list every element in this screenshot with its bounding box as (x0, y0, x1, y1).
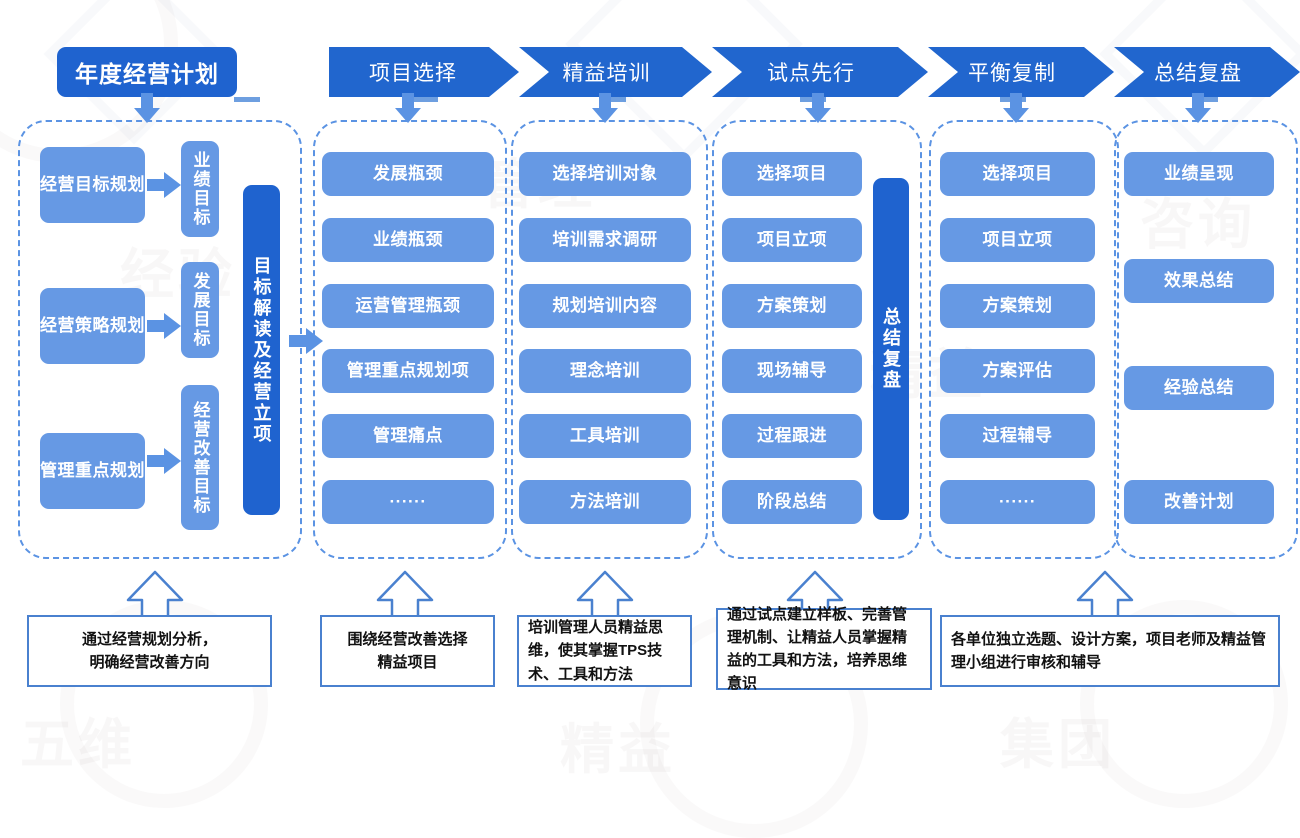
stage-header-project-selection[interactable]: 项目选择 (329, 47, 519, 97)
down-arrow-icon (395, 93, 421, 123)
list-item[interactable]: 发展瓶颈 (322, 152, 494, 196)
stage-header-label: 总结复盘 (1154, 62, 1242, 85)
list-item[interactable]: 项目立项 (940, 218, 1095, 262)
list-item[interactable]: ······ (940, 480, 1095, 524)
plan-source-card[interactable]: 管理重点规划 (40, 433, 145, 509)
down-arrow-icon (805, 93, 831, 123)
list-item[interactable]: 工具培训 (519, 414, 691, 458)
list-item[interactable]: 改善计划 (1124, 480, 1274, 524)
stage-header-label: 项目选择 (369, 62, 457, 85)
caption-balanced-replication: 各单位独立选题、设计方案，项目老师及精益管理小组进行审核和辅导 (940, 615, 1280, 687)
list-item[interactable]: 选择项目 (722, 152, 862, 196)
plan-target-card[interactable]: 经营改善目标 (181, 385, 219, 530)
plan-target-card[interactable]: 发展目标 (181, 262, 219, 358)
list-item[interactable]: 业绩呈现 (1124, 152, 1274, 196)
caption-lean-training: 培训管理人员精益思维，使其掌握TPS技术、工具和方法 (517, 615, 692, 687)
down-arrow-icon (1185, 93, 1211, 123)
list-item[interactable]: 现场辅导 (722, 349, 862, 393)
list-item[interactable]: 过程跟进 (722, 414, 862, 458)
stage-tick-marker (600, 97, 626, 102)
stage-tick-marker (1192, 97, 1218, 102)
stage-header-balanced-replication[interactable]: 平衡复制 (928, 47, 1114, 97)
stage-tick-marker (234, 97, 260, 102)
down-arrow-icon (134, 93, 160, 123)
list-item[interactable]: 管理重点规划项 (322, 349, 494, 393)
list-item[interactable]: 理念培训 (519, 349, 691, 393)
list-item[interactable]: 业绩瓶颈 (322, 218, 494, 262)
right-arrow-icon (147, 448, 181, 474)
list-item[interactable]: 方案策划 (940, 284, 1095, 328)
list-item[interactable]: 方案策划 (722, 284, 862, 328)
down-arrow-icon (1003, 93, 1029, 123)
plan-source-card[interactable]: 经营策略规划 (40, 288, 145, 364)
list-item[interactable]: 培训需求调研 (519, 218, 691, 262)
plan-target-card[interactable]: 业绩目标 (181, 141, 219, 237)
annual-plan-banner[interactable]: 年度经营计划 (57, 47, 237, 97)
right-arrow-icon (147, 172, 181, 198)
list-item[interactable]: 过程辅导 (940, 414, 1095, 458)
list-item[interactable]: 项目立项 (722, 218, 862, 262)
down-arrow-icon (592, 93, 618, 123)
list-item[interactable]: 经验总结 (1124, 366, 1274, 410)
caption-project-selection: 围绕经营改善选择 精益项目 (320, 615, 495, 687)
list-item[interactable]: 运营管理瓶颈 (322, 284, 494, 328)
list-item[interactable]: 管理痛点 (322, 414, 494, 458)
list-item[interactable]: 方案评估 (940, 349, 1095, 393)
stage-header-lean-training[interactable]: 精益培训 (519, 47, 712, 97)
stage-header-label: 精益培训 (562, 62, 651, 85)
stage-header-label: 试点先行 (767, 62, 855, 85)
stage-tick-marker (412, 97, 438, 102)
list-item[interactable]: 效果总结 (1124, 259, 1274, 303)
list-item[interactable]: 规划培训内容 (519, 284, 691, 328)
list-item[interactable]: ······ (322, 480, 494, 524)
stage-header-pilot-first[interactable]: 试点先行 (712, 47, 928, 97)
stage-header-summary-review[interactable]: 总结复盘 (1114, 47, 1300, 97)
list-item[interactable]: 方法培训 (519, 480, 691, 524)
list-item[interactable]: 选择培训对象 (519, 152, 691, 196)
list-item[interactable]: 选择项目 (940, 152, 1095, 196)
caption-pilot-first: 通过试点建立样板、完善管理机制、让精益人员掌握精益的工具和方法，培养思维意识 (716, 606, 932, 692)
plan-source-card[interactable]: 经营目标规划 (40, 147, 145, 223)
right-arrow-icon (147, 313, 181, 339)
stage-header-label: 平衡复制 (968, 62, 1056, 85)
list-item[interactable]: 阶段总结 (722, 480, 862, 524)
right-arrow-icon (289, 328, 323, 354)
caption-plan: 通过经营规划分析， 明确经营改善方向 (27, 615, 272, 687)
plan-side-bar[interactable]: 目标解读及经营立项 (243, 185, 280, 515)
pilot-side-bar[interactable]: 总结复盘 (873, 178, 909, 520)
